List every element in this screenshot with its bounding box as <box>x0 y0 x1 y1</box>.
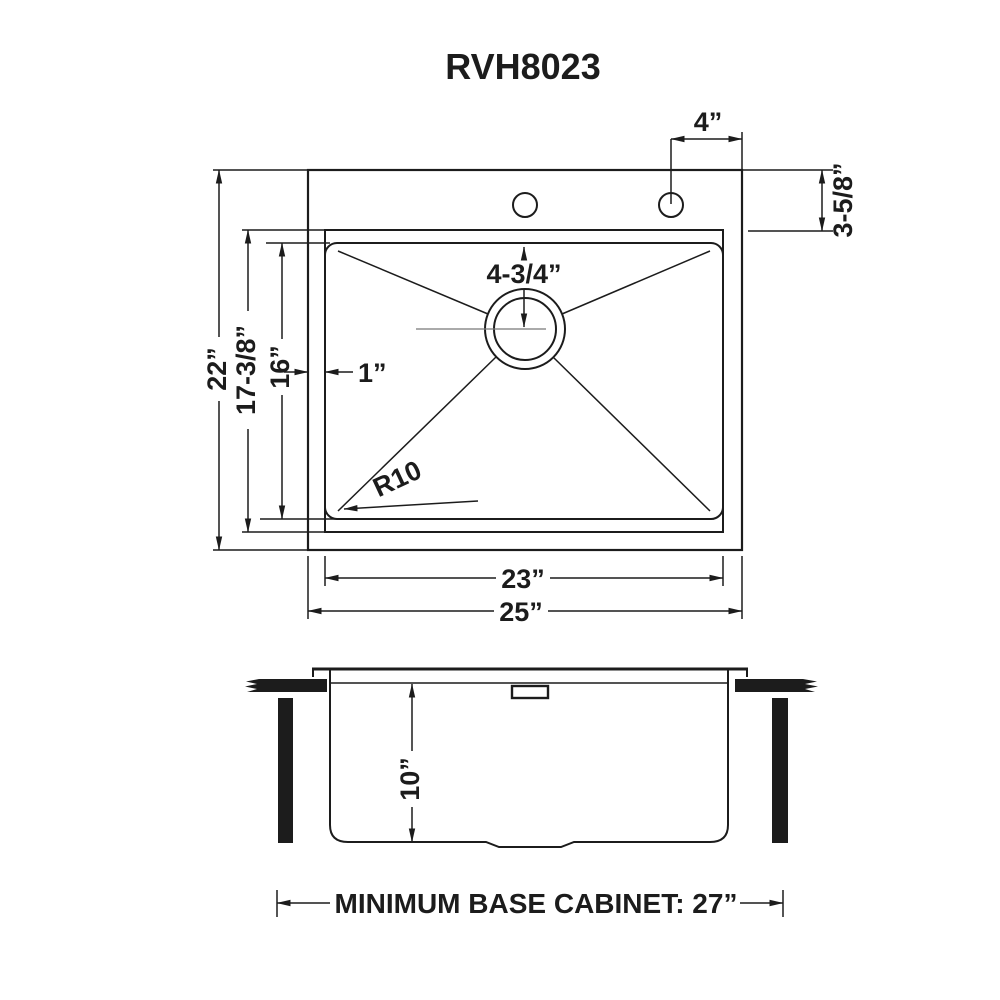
dim-hole-setback: 3-5/8” <box>742 162 858 238</box>
min-base-cabinet-note: MINIMUM BASE CABINET: 27” <box>335 888 738 919</box>
dim-rim-width: 1” <box>284 358 387 388</box>
side-view: 10” <box>245 667 818 848</box>
dim-label-10in: 10” <box>395 757 425 801</box>
slope-line-top-right <box>561 250 711 315</box>
dim-hole-spacing: 4” <box>670 107 743 204</box>
dim-label-25in: 25” <box>499 597 543 627</box>
dim-label-4in: 4” <box>694 107 723 137</box>
dim-bowl-height: 10” <box>395 683 425 843</box>
cabinet-side-left <box>278 698 293 843</box>
dim-label-r10: R10 <box>368 455 426 503</box>
dim-overall-depth: 22” <box>202 169 308 551</box>
faucet-hole-center <box>512 192 538 218</box>
dim-label-22in: 22” <box>202 347 232 391</box>
callout-corner-radius: R10 <box>343 455 479 512</box>
dim-label-16in: 16” <box>265 345 295 389</box>
sink-outer-rect <box>306 168 744 552</box>
drawing-title: RVH8023 <box>445 46 600 87</box>
slope-line-top-left <box>337 250 489 315</box>
dim-min-base-cabinet: MINIMUM BASE CABINET: 27” <box>276 888 784 919</box>
dim-label-17-3-8in: 17-3/8” <box>231 325 261 415</box>
bowl-body-outline <box>329 669 729 848</box>
dim-bowl-width: 23” <box>324 556 724 594</box>
dim-label-3-5-8in: 3-5/8” <box>828 162 858 237</box>
top-view: 4” 3-5/8” 22” 17-3/8” <box>202 107 858 627</box>
dim-bowl-depth: 16” <box>260 242 334 520</box>
slope-line-bottom-right <box>552 356 711 512</box>
bowl-inner-rounded-rect <box>324 242 724 520</box>
dim-label-4-3-4in: 4-3/4” <box>486 259 561 289</box>
countertop-left <box>245 679 327 692</box>
dim-cutout-depth: 17-3/8” <box>231 229 325 533</box>
slope-line-bottom-left <box>337 356 497 512</box>
leader-line <box>343 500 479 512</box>
mounting-clip <box>510 684 550 700</box>
dim-overall-width: 25” <box>307 556 743 627</box>
cabinet-side-right <box>772 698 788 843</box>
countertop-right <box>735 679 818 692</box>
dim-drain-offset: 4-3/4” <box>486 246 562 328</box>
dim-label-1in: 1” <box>358 358 387 388</box>
dim-label-23in: 23” <box>501 564 545 594</box>
